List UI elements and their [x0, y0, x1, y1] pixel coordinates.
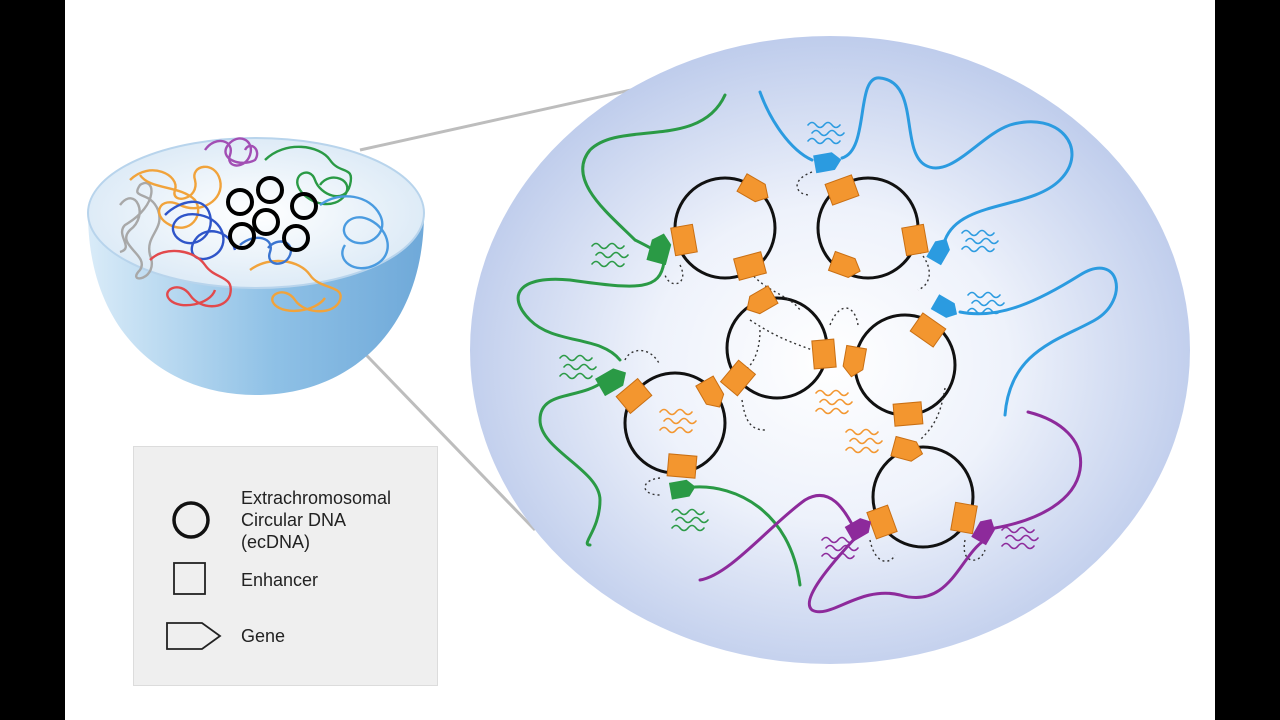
purple-strand [807, 533, 987, 614]
legend-gene-label: Gene [241, 626, 286, 646]
chromatin-blue-main [164, 200, 237, 261]
legend-enhancer-label: Enhancer [241, 570, 319, 590]
legend-ecdna-label: Extrachromosomal Circular DNA (ecDNA) [241, 487, 391, 553]
purple-strand [993, 410, 1083, 530]
ecdna-ring [252, 208, 280, 236]
enhancer-mark [901, 223, 929, 257]
ecdna-cluster-small [226, 176, 318, 252]
chromatin-red [149, 249, 232, 308]
transcripts [559, 121, 1039, 560]
legend-enhancer-square-icon [173, 562, 206, 595]
ecdna-ring [282, 224, 310, 252]
transcripts-blue [807, 121, 1005, 315]
legend-ecdna-line1: Extrachromosomal [241, 488, 392, 508]
legend-ecdna-circle-icon [172, 501, 210, 539]
legend-ecdna-line3: (ecDNA) [241, 532, 311, 552]
blue-strand [840, 76, 1074, 242]
blue-strand [758, 90, 814, 162]
ecdna-ring-lower-right [871, 445, 975, 549]
transcripts-orange [659, 389, 883, 454]
chromatin-grey [119, 181, 161, 280]
transcripts-purple [821, 526, 1039, 560]
enhancer-mark [670, 223, 698, 257]
enhancer-mark [811, 338, 837, 370]
green-strand [538, 379, 606, 547]
ecdna-ring [226, 188, 254, 216]
enhancer-mark [666, 453, 698, 479]
green-strand [693, 485, 802, 587]
chromatin-territories [119, 137, 389, 313]
chromosome-strands [516, 76, 1118, 614]
enhancer-mark [892, 401, 924, 427]
chromatin-blue-right [319, 195, 389, 270]
chromatin-orange-left [129, 165, 222, 229]
legend: Extrachromosomal Circular DNA (ecDNA) En… [133, 446, 438, 686]
blue-strand [958, 266, 1118, 417]
transcripts-green [559, 242, 709, 532]
ecdna-ring [228, 222, 256, 250]
legend-symbols [166, 501, 222, 650]
legend-gene-pentagon-icon [166, 622, 222, 650]
chromatin-green [264, 145, 353, 206]
legend-ecdna-line2: Circular DNA [241, 510, 347, 530]
chromatin-orange-bottom [249, 259, 342, 313]
purple-strand [698, 493, 857, 582]
ecdna-ring [290, 192, 318, 220]
enhancer-mark [950, 501, 978, 535]
chromatin-purple [204, 137, 259, 167]
ecdna-ring [256, 176, 284, 204]
